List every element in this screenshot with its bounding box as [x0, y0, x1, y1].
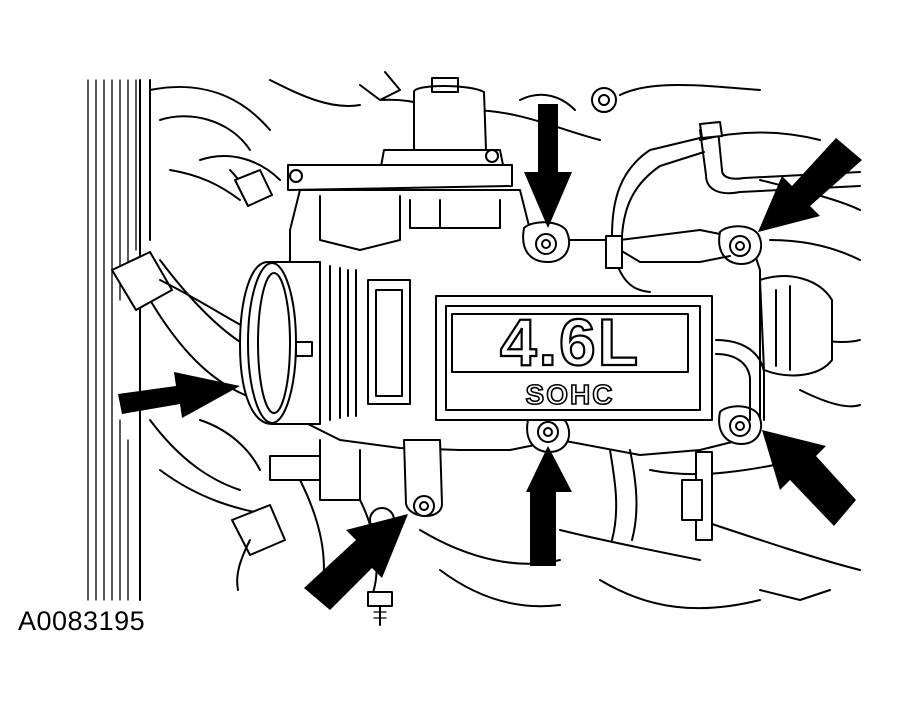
engine-type-label: SOHC — [526, 379, 615, 410]
displacement-badge — [451, 313, 689, 373]
arrow-top-right — [758, 138, 862, 232]
callout-arrows — [118, 104, 862, 610]
radiator-grille — [87, 79, 151, 601]
arrow-bottom-left — [304, 514, 408, 610]
arrow-top — [524, 104, 572, 228]
figure-reference-id: A0083195 — [18, 606, 146, 636]
idle-air-control-motor — [287, 77, 513, 191]
arrow-bottom — [526, 446, 572, 566]
displacement-label: 4.6L — [500, 305, 640, 379]
right-side-fittings — [609, 275, 833, 541]
inlet-bore — [239, 261, 443, 517]
arrow-left — [118, 372, 240, 418]
cast-nameplate: 4.6L SOHC — [435, 295, 713, 421]
arrow-bottom-right — [762, 430, 856, 526]
